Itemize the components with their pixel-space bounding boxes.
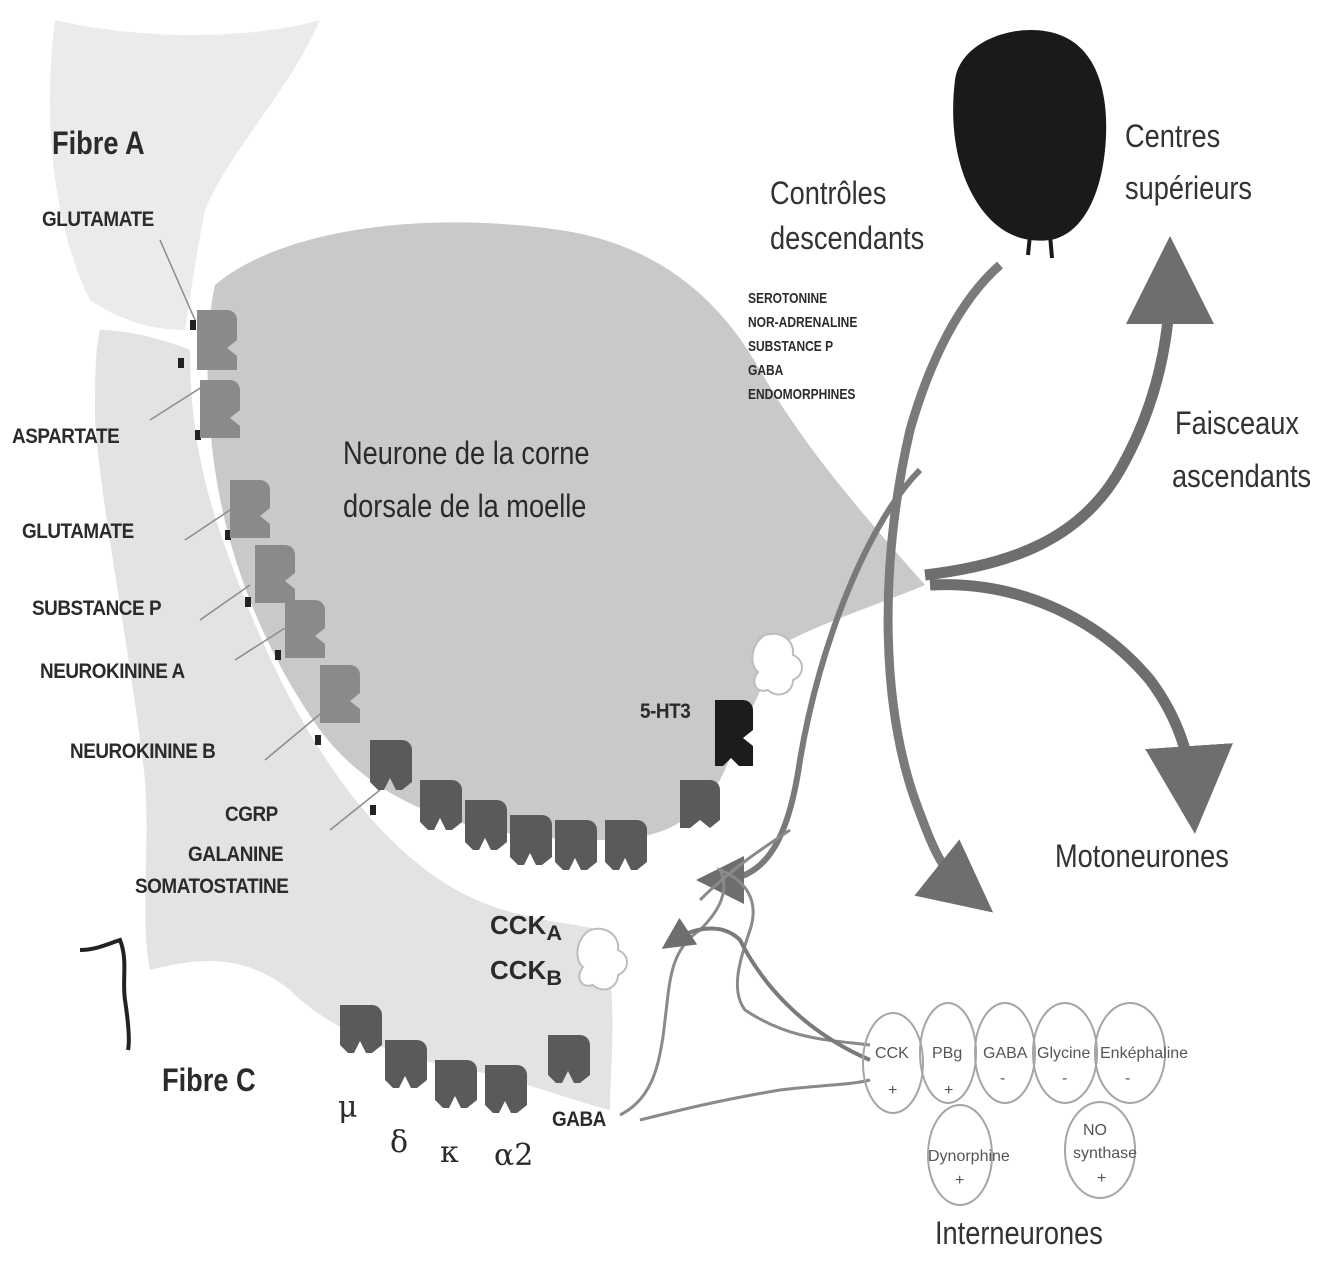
faisceaux-line2: ascendants	[1172, 458, 1311, 495]
cck-b-subscript: B	[546, 965, 562, 990]
cck-a-text: CCK	[490, 910, 546, 940]
cell-no-line1: NO	[1083, 1122, 1107, 1140]
cell-dynorphine-label: Dynorphine	[928, 1148, 1010, 1166]
ascending-tract-path	[925, 280, 1170, 575]
cell-gaba-sign: -	[1000, 1070, 1005, 1088]
faisceaux-line1: Faisceaux	[1175, 405, 1299, 442]
label-glutamate-2: GLUTAMATE	[22, 520, 134, 544]
label-glutamate-1: GLUTAMATE	[42, 208, 154, 232]
label-somatostatine: SOMATOSTATINE	[135, 875, 288, 899]
brain-shape	[953, 30, 1106, 241]
interneurones-label: Interneurones	[935, 1215, 1103, 1252]
fibre-c-axon	[80, 940, 129, 1050]
cell-cck-sign: +	[888, 1082, 897, 1100]
label-neurokinine-a: NEUROKININE A	[40, 660, 185, 684]
label-5ht3: 5-HT3	[640, 700, 690, 724]
label-galanine: GALANINE	[188, 843, 283, 867]
centres-line1: Centres	[1125, 118, 1220, 155]
neuron-title-line2: dorsale de la moelle	[343, 488, 586, 525]
interneuron-cells	[863, 1003, 1165, 1205]
cck-b-text: CCK	[490, 955, 546, 985]
centres-line2: supérieurs	[1125, 170, 1252, 207]
motoneuron-path	[930, 585, 1192, 790]
cck-a-subscript: A	[546, 920, 562, 945]
label-aspartate: ASPARTATE	[12, 425, 119, 449]
label-substance-p: SUBSTANCE P	[32, 597, 161, 621]
fibre-a-label: Fibre A	[52, 125, 145, 162]
label-kappa: κ	[440, 1135, 459, 1170]
desc-substance-p: SUBSTANCE P	[748, 338, 833, 356]
label-cck-a: CCKA	[490, 910, 562, 946]
cell-dynorphine-sign: +	[955, 1172, 964, 1190]
cell-enkephaline-sign: -	[1125, 1070, 1130, 1088]
cell-gaba-label: GABA	[983, 1045, 1027, 1063]
label-cgrp: CGRP	[225, 803, 278, 827]
label-neurokinine-b: NEUROKININE B	[70, 740, 215, 764]
cell-glycine-label: Glycine	[1037, 1045, 1090, 1063]
descending-title-line1: Contrôles	[770, 175, 886, 212]
desc-serotonine: SEROTONINE	[748, 290, 827, 308]
cell-no-sign: +	[1097, 1170, 1106, 1188]
cell-no-line2: synthase	[1073, 1145, 1137, 1163]
label-gaba-receptor: GABA	[552, 1108, 606, 1132]
motoneurones-label: Motoneurones	[1055, 838, 1229, 875]
cell-pbg-label: PBg	[932, 1045, 962, 1063]
fibre-c-label: Fibre C	[162, 1062, 256, 1099]
label-delta: δ	[390, 1125, 408, 1160]
cell-enkephaline-label: Enképhaline	[1100, 1045, 1188, 1063]
label-cck-b: CCKB	[490, 955, 562, 991]
desc-noradrenaline: NOR-ADRENALINE	[748, 314, 857, 332]
ht3-receptor	[715, 700, 753, 766]
desc-endomorphines: ENDOMORPHINES	[748, 386, 855, 404]
descending-title-line2: descendants	[770, 220, 924, 257]
desc-gaba: GABA	[748, 362, 783, 380]
neuron-title-line1: Neurone de la corne	[343, 435, 589, 472]
cell-cck-label: CCK	[875, 1045, 909, 1063]
label-mu: μ	[338, 1090, 358, 1125]
cell-glycine-sign: -	[1062, 1070, 1067, 1088]
label-alpha2: α2	[494, 1138, 533, 1173]
cell-pbg-sign: +	[944, 1082, 953, 1100]
